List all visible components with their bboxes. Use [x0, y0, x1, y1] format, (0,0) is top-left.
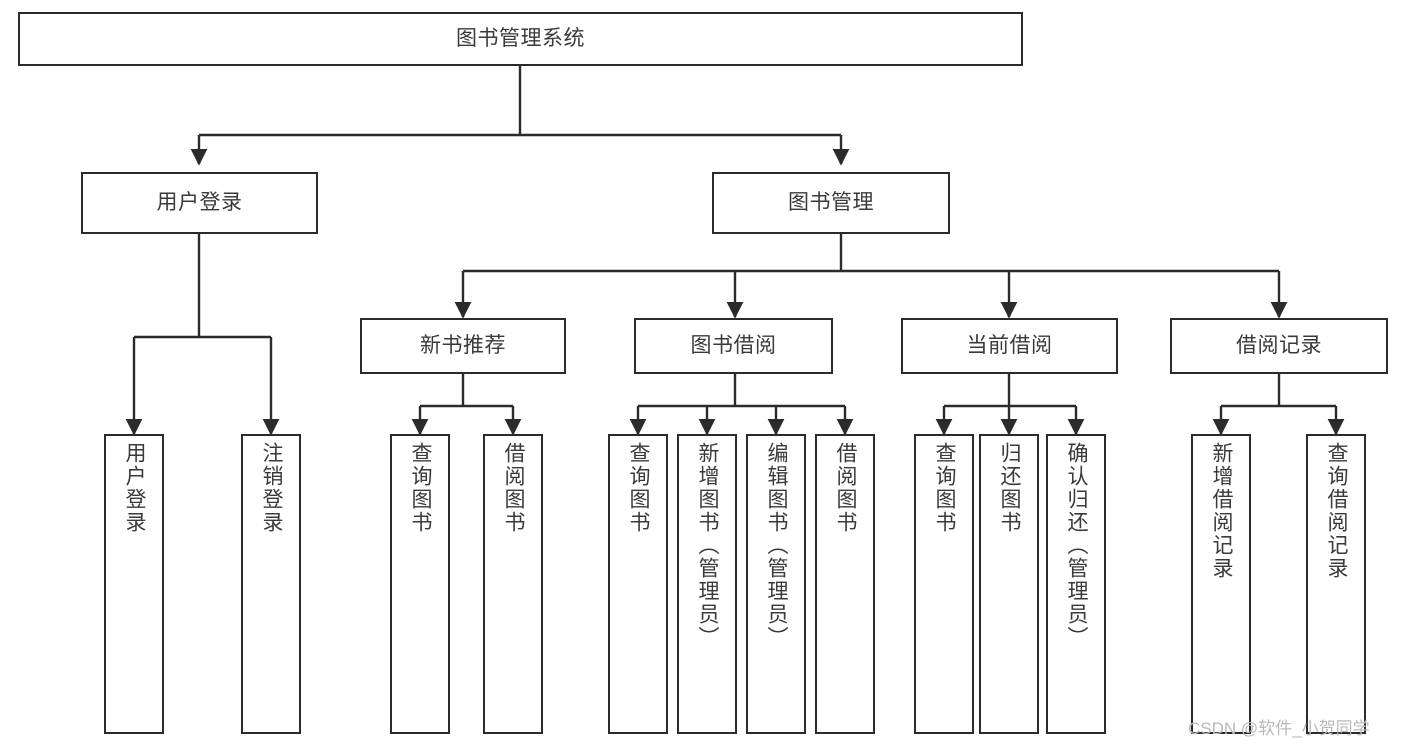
leaf-borrow-book[interactable]: 借阅图书 — [815, 434, 875, 734]
leaf-query-book-borrow[interactable]: 查询图书 — [608, 434, 668, 734]
leaf-borrow-book-new-recommendation[interactable]: 借阅图书 — [483, 434, 543, 734]
node-label: 新增图书（管理员） — [696, 442, 720, 649]
node-label: 查询图书 — [933, 442, 957, 534]
node-label: 查询借阅记录 — [1325, 442, 1349, 580]
node-user-login[interactable]: 用户登录 — [81, 172, 318, 234]
node-label: 借阅记录 — [1236, 333, 1322, 357]
node-label: 用户登录 — [156, 190, 243, 214]
node-label: 借阅图书 — [502, 442, 526, 534]
node-label: 图书管理 — [788, 190, 874, 214]
node-label: 新增借阅记录 — [1210, 442, 1234, 580]
node-label: 编辑图书（管理员） — [765, 442, 789, 649]
node-book-management[interactable]: 图书管理 — [712, 172, 950, 234]
node-new-book-recommendation[interactable]: 新书推荐 — [360, 318, 566, 374]
leaf-query-book-current[interactable]: 查询图书 — [914, 434, 974, 734]
node-label: 图书借阅 — [690, 333, 777, 357]
node-label: 注销登录 — [260, 442, 284, 534]
node-borrow-record[interactable]: 借阅记录 — [1170, 318, 1388, 374]
leaf-add-borrow-record[interactable]: 新增借阅记录 — [1191, 434, 1251, 734]
leaf-user-logout[interactable]: 注销登录 — [241, 434, 301, 734]
leaf-return-book[interactable]: 归还图书 — [979, 434, 1039, 734]
node-book-borrow[interactable]: 图书借阅 — [634, 318, 833, 374]
leaf-edit-book-admin[interactable]: 编辑图书（管理员） — [746, 434, 806, 734]
node-label: 归还图书 — [998, 442, 1022, 534]
node-current-borrow[interactable]: 当前借阅 — [901, 318, 1118, 374]
watermark-csdn: CSDN @软件_小贺同学 — [1188, 719, 1370, 738]
node-root-book-management-system[interactable]: 图书管理系统 — [18, 12, 1023, 66]
leaf-query-book-new-recommendation[interactable]: 查询图书 — [390, 434, 450, 734]
node-label: 新书推荐 — [420, 333, 506, 357]
leaf-add-book-admin[interactable]: 新增图书（管理员） — [677, 434, 737, 734]
node-label: 用户登录 — [123, 442, 147, 534]
leaf-confirm-return-admin[interactable]: 确认归还（管理员） — [1046, 434, 1106, 734]
node-label: 当前借阅 — [966, 333, 1053, 357]
node-label: 查询图书 — [409, 442, 433, 534]
leaf-query-borrow-record[interactable]: 查询借阅记录 — [1306, 434, 1366, 734]
node-label: 图书管理系统 — [456, 26, 585, 50]
node-label: 确认归还（管理员） — [1065, 442, 1089, 649]
leaf-user-login[interactable]: 用户登录 — [104, 434, 164, 734]
node-label: 查询图书 — [627, 442, 651, 534]
node-label: 借阅图书 — [834, 442, 858, 534]
